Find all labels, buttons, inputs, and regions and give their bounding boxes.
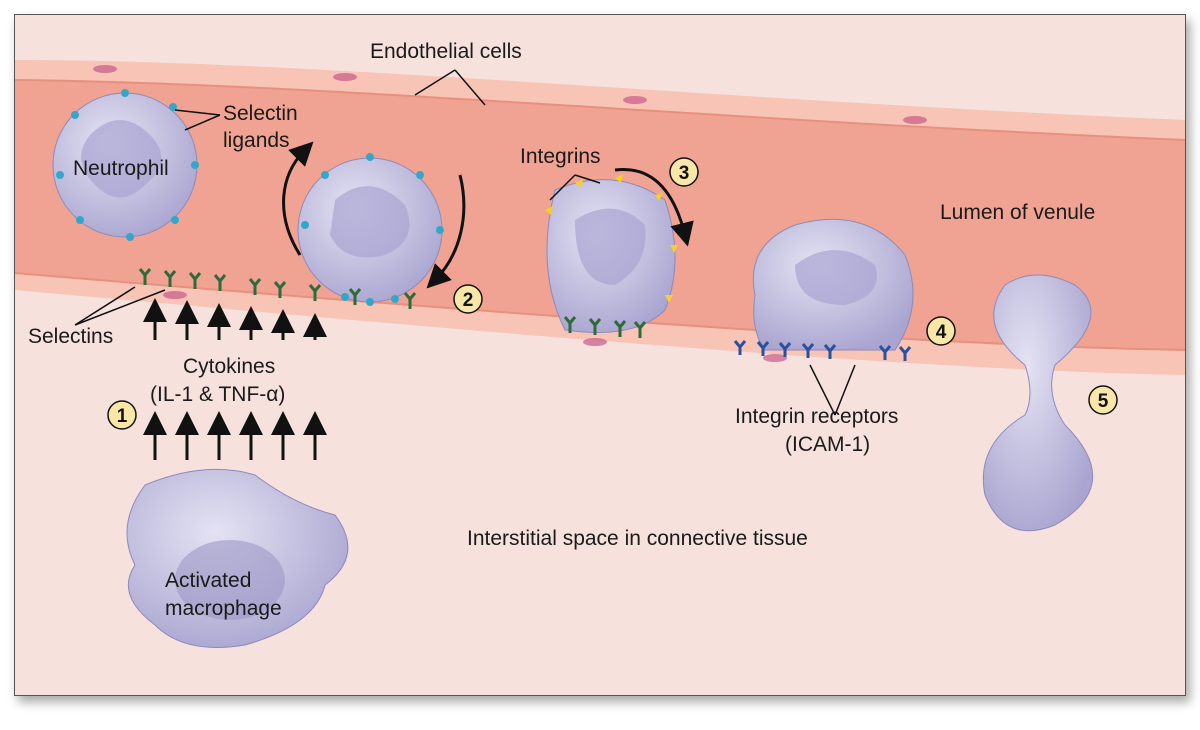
diagram-frame: Endothelial cells Selectin ligands Neutr… bbox=[14, 14, 1186, 696]
neutrophil-arrested bbox=[752, 218, 914, 351]
label-macrophage-2: macrophage bbox=[165, 597, 282, 620]
label-selectin-ligands-1: Selectin bbox=[223, 102, 298, 125]
diagram-canvas: Endothelial cells Selectin ligands Neutr… bbox=[15, 40, 1185, 648]
step-marker-3: 3 bbox=[669, 157, 699, 187]
label-selectin-ligands-2: ligands bbox=[223, 129, 290, 152]
label-macrophage-1: Activated bbox=[165, 569, 251, 592]
svg-text:4: 4 bbox=[936, 322, 947, 343]
step-marker-1: 1 bbox=[107, 400, 137, 430]
neutrophil-free bbox=[52, 89, 199, 241]
label-lumen: Lumen of venule bbox=[940, 201, 1095, 224]
step-marker-2: 2 bbox=[453, 284, 483, 314]
svg-text:5: 5 bbox=[1098, 391, 1109, 412]
macrophage bbox=[126, 468, 349, 648]
label-selectins: Selectins bbox=[28, 325, 113, 348]
neutrophil-transmigrating bbox=[982, 274, 1093, 532]
label-interstitial: Interstitial space in connective tissue bbox=[467, 527, 808, 550]
label-neutrophil: Neutrophil bbox=[73, 157, 169, 180]
label-integrin-receptors-2: (ICAM-1) bbox=[785, 433, 870, 456]
integrin-receptors bbox=[733, 340, 912, 361]
neutrophil-rolling bbox=[282, 141, 466, 306]
cytokine-arrows bbox=[143, 298, 327, 460]
label-integrin-receptors-1: Integrin receptors bbox=[735, 405, 898, 428]
step-marker-5: 5 bbox=[1088, 385, 1118, 415]
label-cytokines-1: Cytokines bbox=[183, 355, 275, 378]
selectins bbox=[138, 268, 647, 338]
label-integrins: Integrins bbox=[520, 145, 601, 168]
label-cytokines-2: (IL-1 & TNF-α) bbox=[150, 383, 285, 406]
svg-text:3: 3 bbox=[679, 163, 690, 184]
svg-text:2: 2 bbox=[463, 290, 474, 311]
label-endothelial-cells: Endothelial cells bbox=[370, 40, 522, 63]
step-marker-4: 4 bbox=[926, 316, 956, 346]
svg-text:1: 1 bbox=[117, 406, 128, 427]
neutrophil-activated bbox=[545, 167, 694, 333]
